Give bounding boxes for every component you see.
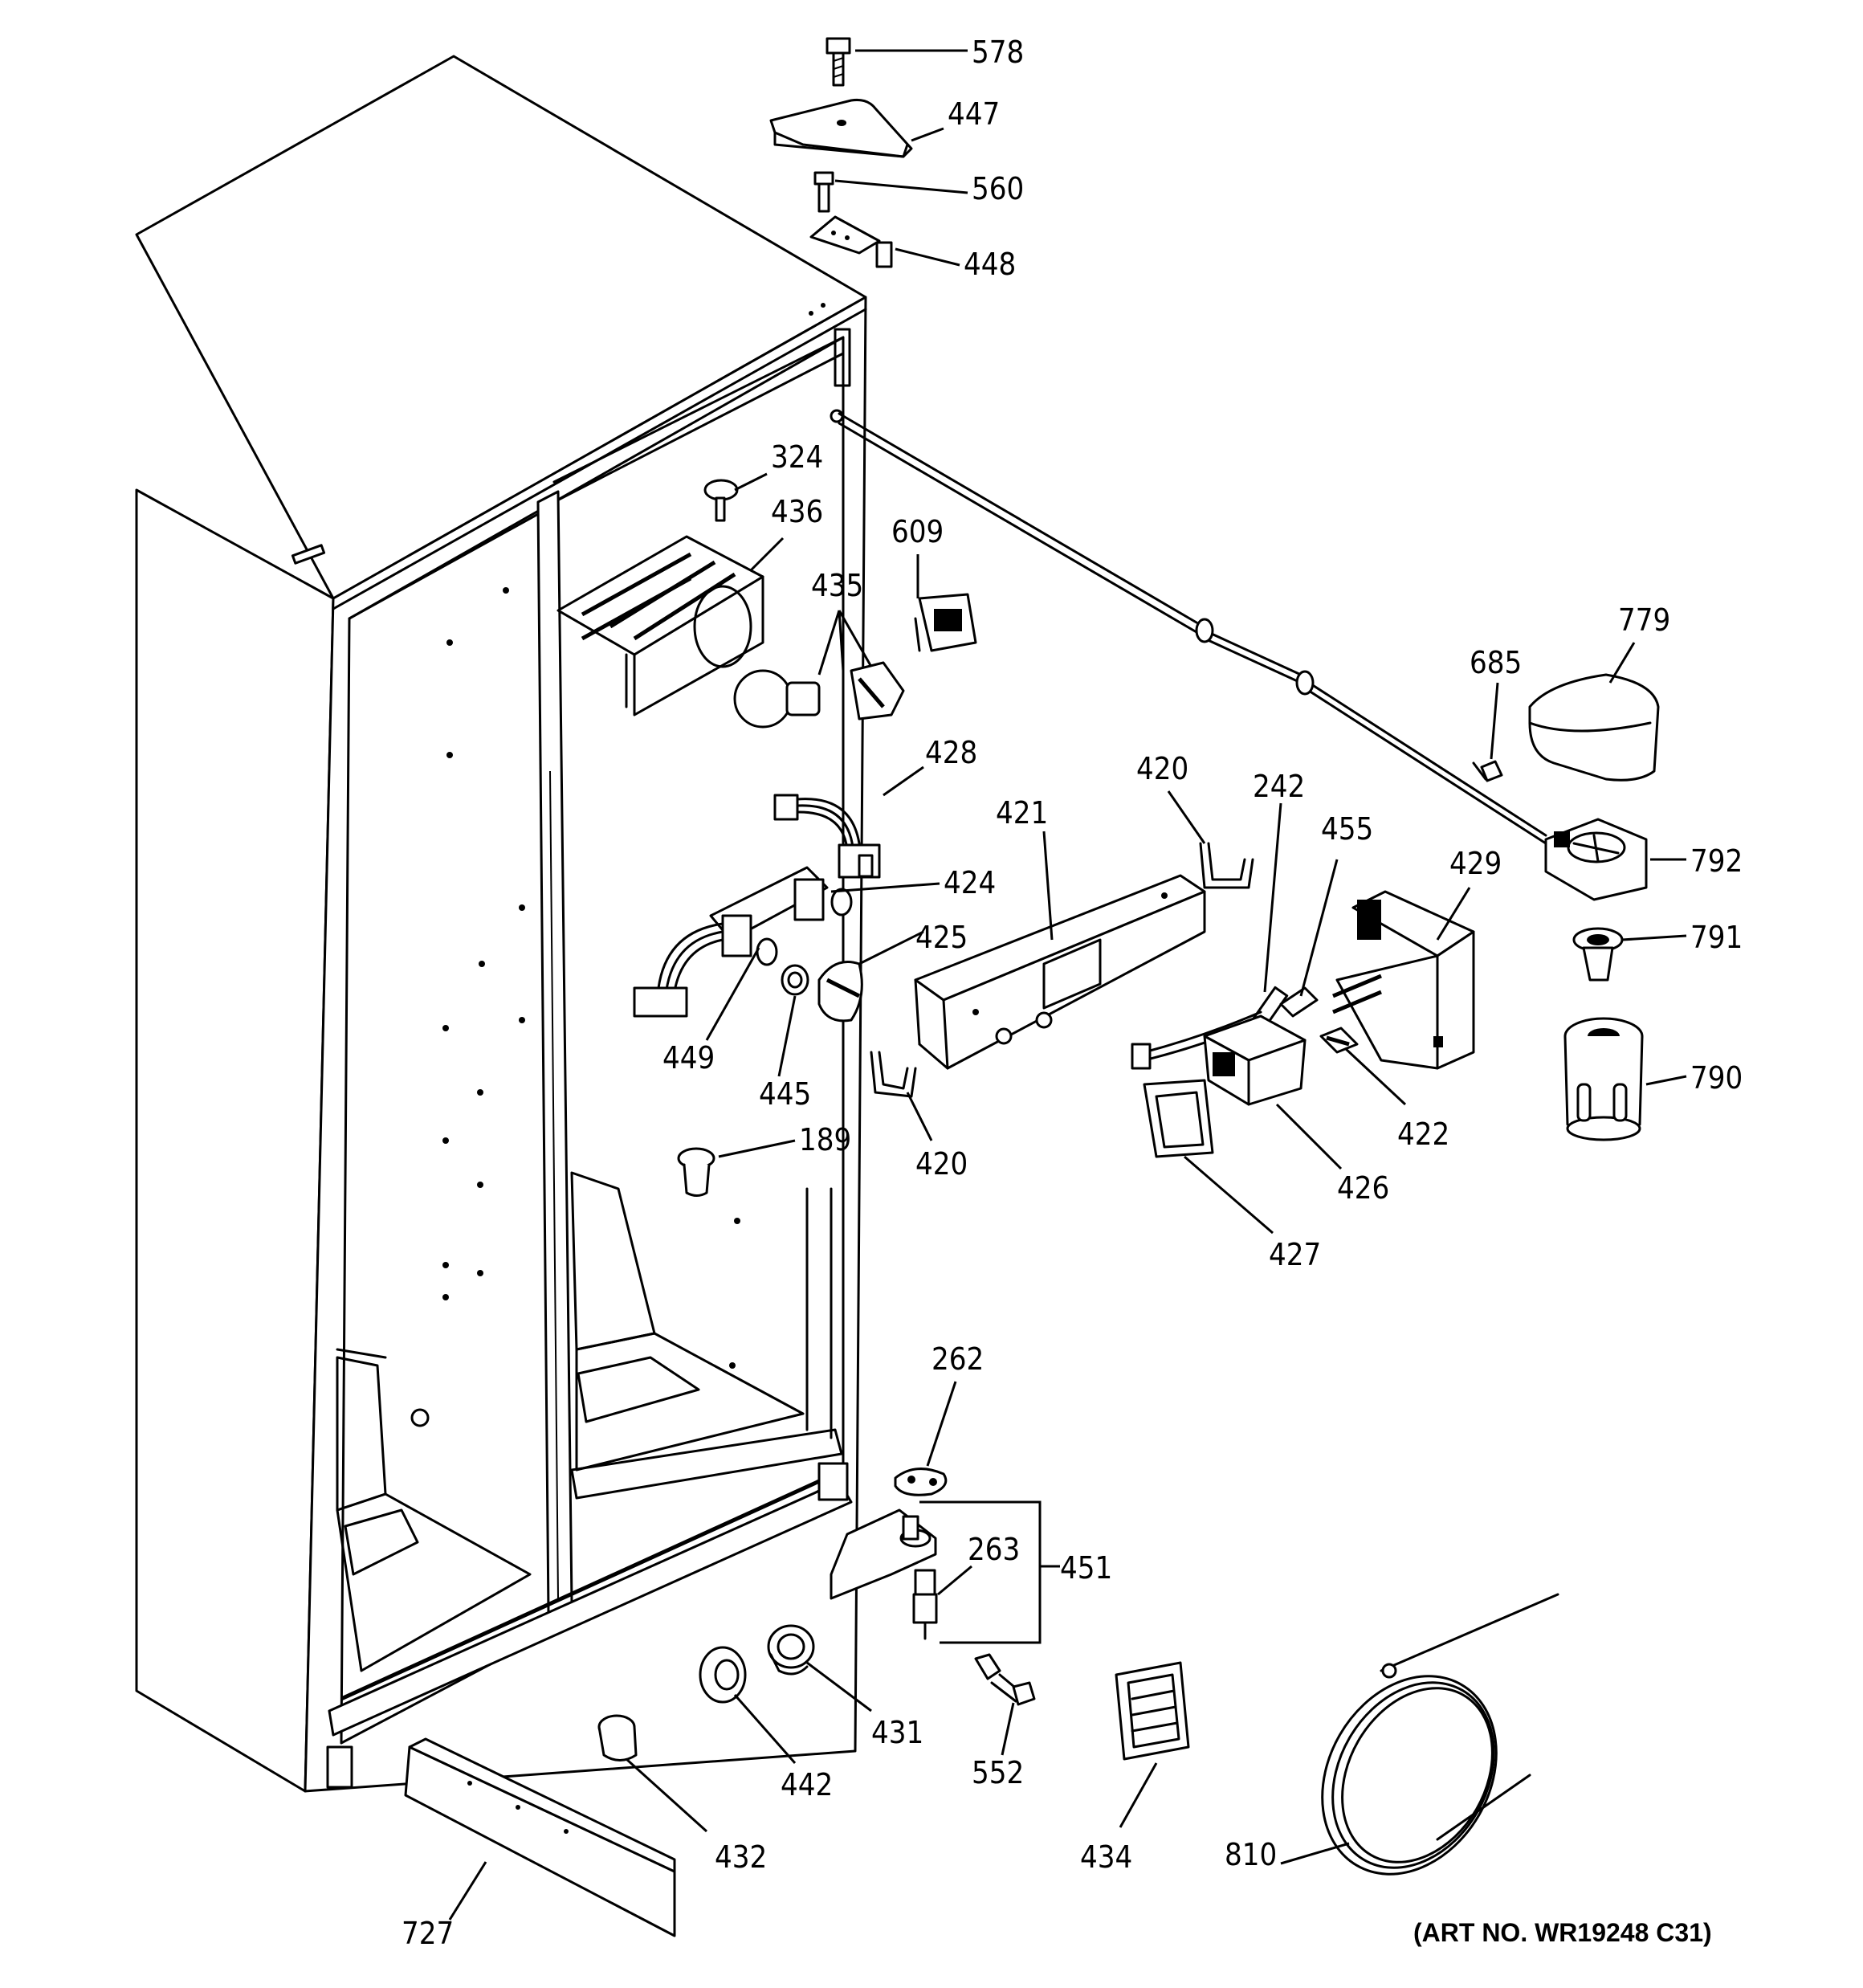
mounting-holes <box>410 587 740 1427</box>
hinge-cover-447 <box>769 99 913 158</box>
water-tube <box>830 409 1547 845</box>
hinge-pin-263 <box>912 1569 938 1640</box>
callout-435: 435 <box>811 568 863 603</box>
hinge-screw-578 <box>826 37 851 87</box>
grille-434 <box>1115 1661 1190 1761</box>
water-tubing-810 <box>1321 1593 1559 1876</box>
callout-560: 560 <box>972 171 1024 206</box>
light-switch-609 <box>914 593 977 652</box>
callout-552: 552 <box>972 1755 1024 1790</box>
callout-324: 324 <box>771 439 823 475</box>
callout-420-top: 420 <box>1136 751 1188 786</box>
magnet-455 <box>1279 986 1319 1018</box>
control-housing-421 <box>914 874 1206 1070</box>
knob-sleeve-445 <box>781 964 809 996</box>
callout-449: 449 <box>662 1040 715 1076</box>
callout-791: 791 <box>1690 920 1743 955</box>
callout-425: 425 <box>915 920 968 955</box>
callout-790: 790 <box>1690 1060 1743 1096</box>
callout-455: 455 <box>1321 811 1373 847</box>
callout-436: 436 <box>771 494 823 529</box>
bracket-451-box <box>919 1500 1060 1644</box>
callout-442: 442 <box>781 1767 833 1802</box>
callout-427: 427 <box>1269 1237 1321 1272</box>
damper-control-429 <box>1332 890 1475 1070</box>
callout-609: 609 <box>891 514 944 549</box>
leader-lines <box>448 49 1687 1921</box>
hinge-screw-560 <box>813 171 834 213</box>
filter-cover-779 <box>1528 673 1660 782</box>
callout-421: 421 <box>996 795 1048 831</box>
callout-429: 429 <box>1449 846 1502 881</box>
callout-263: 263 <box>968 1532 1020 1567</box>
callout-448: 448 <box>964 247 1016 282</box>
callout-189: 189 <box>799 1122 851 1157</box>
callout-labels: 578 447 560 448 324 436 609 435 779 685 … <box>402 35 1743 1951</box>
callout-422: 422 <box>1397 1116 1449 1152</box>
callout-431: 431 <box>871 1715 923 1750</box>
bottom-hinge-451 <box>830 1508 937 1600</box>
screw-685 <box>1472 760 1503 782</box>
trim-727 <box>404 1737 676 1937</box>
callout-426: 426 <box>1337 1170 1389 1206</box>
callout-445: 445 <box>759 1076 811 1112</box>
roller-431 <box>767 1624 815 1676</box>
callout-424: 424 <box>944 865 996 900</box>
callout-432: 432 <box>715 1839 767 1875</box>
light-shield-436 <box>556 535 764 716</box>
wire-harness-428 <box>773 794 881 879</box>
art-number: (ART NO. WR19248 C31) <box>1413 1918 1712 1947</box>
filter-head-792 <box>1544 818 1648 901</box>
filter-bypass-791 <box>1572 927 1624 982</box>
thermistor-422 <box>1319 1027 1359 1054</box>
thermostat-424 <box>633 866 853 1018</box>
gasket-427 <box>1143 1079 1214 1158</box>
clip-420-bottom <box>870 1051 917 1098</box>
callout-242: 242 <box>1253 769 1305 804</box>
clip-420-top <box>1199 842 1254 889</box>
callout-685: 685 <box>1470 645 1522 680</box>
callout-420-bottom: 420 <box>915 1146 968 1182</box>
callout-447: 447 <box>948 96 1000 132</box>
callout-578: 578 <box>972 35 1024 70</box>
spacer-432 <box>597 1714 638 1761</box>
control-knob-425 <box>817 961 863 1023</box>
callout-262: 262 <box>932 1341 984 1377</box>
bushing-262 <box>894 1468 948 1496</box>
callout-792: 792 <box>1690 843 1743 879</box>
door-stop-189 <box>677 1147 715 1197</box>
callout-727: 727 <box>402 1916 454 1951</box>
light-bulb-and-socket-435 <box>733 661 905 729</box>
callout-428: 428 <box>925 735 977 770</box>
callout-451: 451 <box>1060 1550 1112 1586</box>
refrigerator-cabinet <box>135 55 867 1793</box>
water-filter-790 <box>1563 1017 1644 1141</box>
callout-434: 434 <box>1080 1839 1132 1875</box>
callout-779: 779 <box>1618 602 1670 638</box>
callout-810: 810 <box>1225 1837 1277 1872</box>
washer-442 <box>699 1646 747 1704</box>
top-hinge-448 <box>809 215 893 268</box>
hinge-screw-552 <box>974 1653 1036 1706</box>
damper-motor-426 <box>1203 1014 1307 1106</box>
